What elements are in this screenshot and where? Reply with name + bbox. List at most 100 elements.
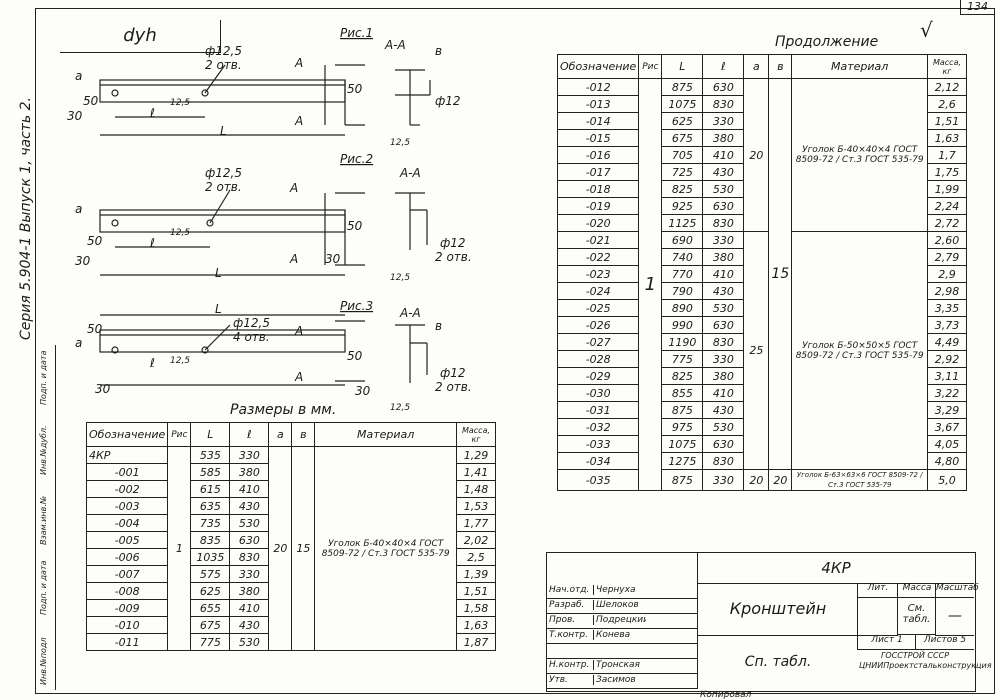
- table-cell: -032: [556, 418, 640, 436]
- table-cell: 330: [229, 565, 270, 583]
- fig3-d50: 50: [347, 349, 363, 363]
- signature-role: Пров.: [549, 615, 576, 625]
- table-cell: 625: [190, 582, 231, 600]
- table-cell: -009: [85, 599, 169, 617]
- fig1-r2: 12,5: [390, 138, 410, 148]
- table-cell: 835: [190, 531, 231, 549]
- table-cell: 25: [743, 231, 770, 470]
- signature-name: Подрецкий: [593, 615, 646, 625]
- table-cell: 735: [190, 514, 231, 532]
- table-cell: -011: [85, 633, 169, 651]
- fig3-pipe-count: 2 отв.: [435, 380, 472, 394]
- scale-value: —: [935, 597, 974, 636]
- fig2-pipe-count: 2 отв.: [435, 250, 472, 264]
- signature-row: Пров. Подрецкий: [547, 613, 697, 629]
- table-cell: 875: [661, 469, 704, 491]
- table-cell: 975: [661, 418, 704, 436]
- table-cell: 830: [229, 548, 270, 566]
- series-vertical-text: Серия 5.904-1 Выпуск 1, часть 2.: [18, 96, 34, 340]
- table-cell: 15: [291, 446, 316, 651]
- signature-row: Разраб.Шелоков: [547, 598, 697, 614]
- table-cell: -018: [556, 180, 640, 198]
- table-cell: 825: [661, 180, 704, 198]
- fig3-L: L: [215, 302, 222, 316]
- signature-role: Н.контр.: [549, 660, 590, 670]
- table-cell: 1,29: [456, 446, 496, 464]
- fig2-d30: 30: [325, 252, 341, 266]
- table-cell: -015: [556, 129, 640, 147]
- table-cell: -001: [85, 463, 169, 481]
- fig3-b: в: [435, 319, 442, 333]
- table-cell: 855: [661, 384, 704, 402]
- table-cell: -031: [556, 401, 640, 419]
- table-cell: 705: [661, 146, 704, 164]
- fig2-hole-dia: ф12,5: [205, 166, 242, 180]
- fig2-hole: [206, 219, 214, 227]
- signature-row: Н.контр.Тронская: [547, 658, 697, 674]
- table-cell: 1,7: [927, 146, 967, 164]
- table-cell: -005: [85, 531, 169, 549]
- table-cell: -035: [556, 469, 640, 491]
- table-cell: 630: [702, 316, 745, 334]
- table-cell: -013: [556, 95, 640, 113]
- fig2-a: a: [75, 202, 82, 216]
- table-cell: 4,49: [927, 333, 967, 351]
- fig2-d50: 50: [347, 219, 363, 233]
- signature-name: Тронская: [593, 660, 646, 670]
- table-cell: -003: [85, 497, 169, 515]
- fig2-angle-bar: [99, 209, 346, 233]
- table-cell: -023: [556, 265, 640, 283]
- table-cell: 3,29: [927, 401, 967, 419]
- table-cell: -017: [556, 163, 640, 181]
- fig3-r2: 12,5: [390, 403, 410, 413]
- table-cell: 615: [190, 480, 231, 498]
- fig1-d50: 50: [83, 94, 99, 108]
- table-cell: 5,0: [927, 469, 967, 491]
- table-cell: -012: [556, 78, 640, 96]
- fig1-section-mark: A: [294, 114, 303, 128]
- table-cell: 630: [702, 435, 745, 453]
- fig2-section-mark: A: [289, 252, 298, 266]
- table-cell: 330: [702, 350, 745, 368]
- fig1-hole-dia: ф12,5: [205, 44, 242, 58]
- fig2-d50: 50: [87, 234, 103, 248]
- fig3-hole: [111, 346, 119, 354]
- table-cell: 830: [702, 214, 745, 232]
- table-cell: 535: [190, 446, 231, 464]
- table-cell: 4,05: [927, 435, 967, 453]
- table-sizes-2: Обозначение Рис L ℓ a в Материал Масса, …: [556, 54, 967, 491]
- table-cell: 585: [190, 463, 231, 481]
- table-cell: -002: [85, 480, 169, 498]
- fig1-section-mark: A: [294, 56, 303, 70]
- table-sizes-1: Обозначение Рис L ℓ a в Материал Масса, …: [85, 422, 496, 651]
- table-cell: 2,5: [456, 548, 496, 566]
- table-cell: 1275: [661, 452, 704, 470]
- table-cell: 1,77: [456, 514, 496, 532]
- col-header: в: [768, 54, 793, 79]
- side-label: Инв.№дубл.: [39, 425, 48, 475]
- table-cell: 770: [661, 265, 704, 283]
- table-cell: 625: [661, 112, 704, 130]
- table-cell: 3,35: [927, 299, 967, 317]
- side-label: Подп. и дата: [39, 350, 48, 406]
- table-cell: Уголок Б-40×40×4 ГОСТ 8509-72 / Ст.3 ГОС…: [314, 446, 457, 651]
- drawings-area: Рис.1 A-A в ф12,5 2 отв. A A a 50 50 30 …: [67, 26, 472, 413]
- table-cell: 3,22: [927, 384, 967, 402]
- table-cell: 635: [190, 497, 231, 515]
- sizes-caption: Размеры в мм.: [230, 402, 337, 418]
- table-cell: -030: [556, 384, 640, 402]
- fig3-section-mark: A: [294, 324, 303, 338]
- table-cell: 1,41: [456, 463, 496, 481]
- table-cell: 330: [702, 231, 745, 249]
- table-cell: 2,98: [927, 282, 967, 300]
- table-cell: 1: [638, 78, 663, 491]
